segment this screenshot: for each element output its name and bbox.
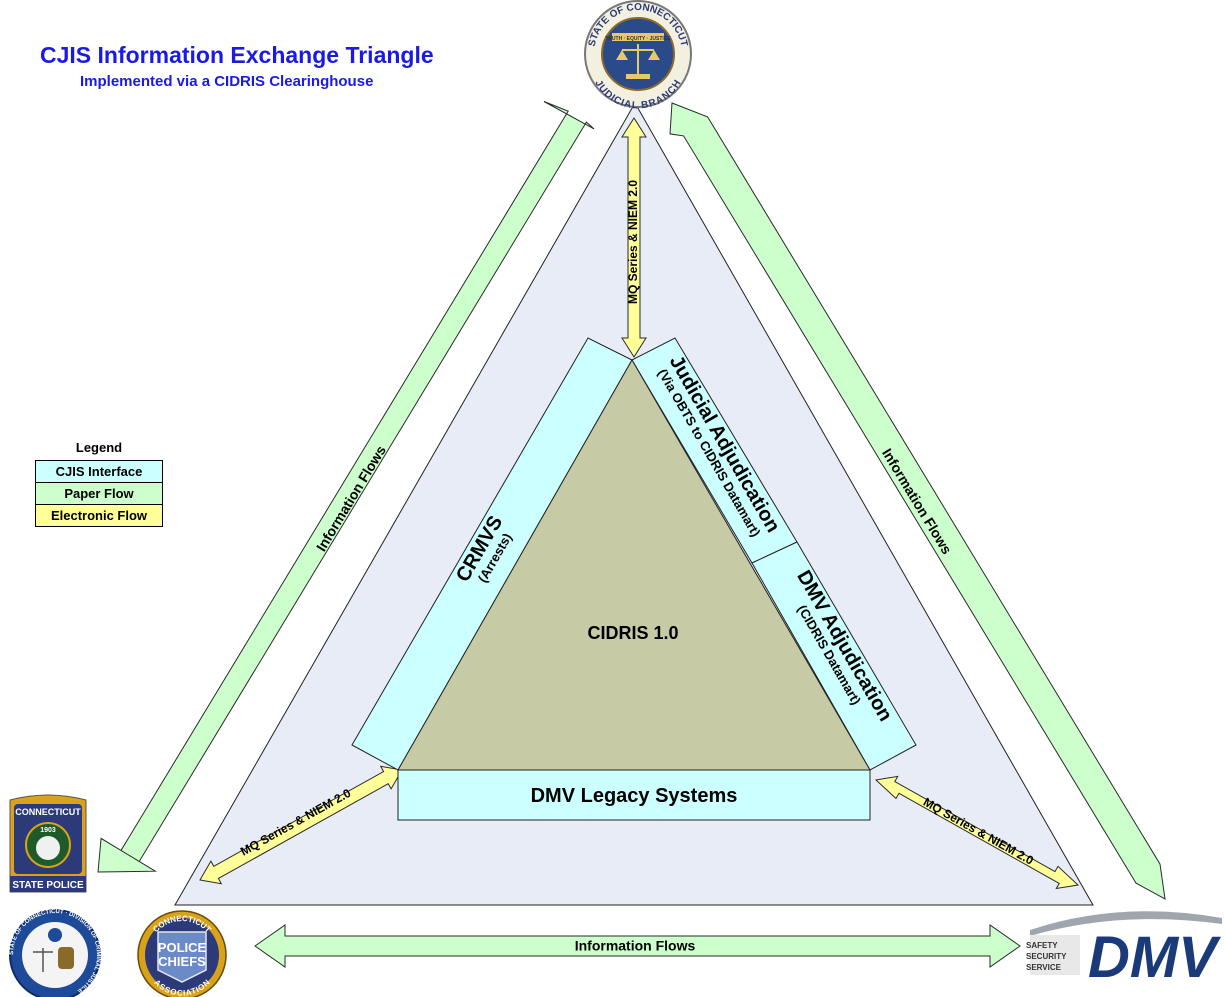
mq-top-arrow xyxy=(621,117,647,358)
state-police-bottom-text: STATE POLICE xyxy=(12,880,84,891)
dmv-tagline-1: SAFETY xyxy=(1026,941,1058,950)
state-police-top-text: CONNECTICUT xyxy=(15,807,81,817)
mq-right-arrow xyxy=(874,775,1080,890)
info-flow-bottom-label: Information Flows xyxy=(575,938,696,954)
diagram-subtitle: Implemented via a CIDRIS Clearinghouse xyxy=(80,73,374,90)
cidris-center-label: CIDRIS 1.0 xyxy=(587,623,678,643)
info-flow-left-arrow-head xyxy=(97,837,158,873)
criminal-justice-seal: STATE OF CONNECTICUT · DIVISION OF CRIMI… xyxy=(9,909,101,997)
judicial-seal-banner: TRUTH · EQUITY · JUSTICE xyxy=(605,36,671,42)
dmv-adjudication-interface[interactable] xyxy=(751,541,917,771)
diagram-title: CJIS Information Exchange Triangle xyxy=(40,42,434,68)
info-flow-left-label: Information Flows xyxy=(313,442,389,554)
dmv-legacy-label: DMV Legacy Systems xyxy=(531,785,738,807)
legend: Legend CJIS Interface Paper Flow Electro… xyxy=(35,440,163,527)
dmv-tagline-2: SECURITY xyxy=(1026,952,1067,961)
police-chiefs-line1: POLICE xyxy=(158,940,207,955)
legend-item-electronic-flow: Electronic Flow xyxy=(35,504,163,527)
legend-title: Legend xyxy=(75,440,123,455)
state-police-badge: CONNECTICUT 1903 STATE POLICE xyxy=(9,794,87,893)
mq-top-label: MQ Series & NIEM 2.0 xyxy=(626,180,640,304)
judicial-branch-seal: STATE OF CONNECTICUT JUDICIAL BRANCH TRU… xyxy=(584,0,692,111)
state-police-year: 1903 xyxy=(40,827,56,834)
dmv-legacy-interface[interactable] xyxy=(397,769,871,821)
cidris-center-triangle xyxy=(397,358,871,771)
dmv-logo: SAFETY SECURITY SERVICE DMV xyxy=(1026,911,1222,990)
info-flow-right-arrow xyxy=(669,102,1166,900)
info-flow-bottom-arrow xyxy=(254,924,1021,968)
dmv-tagline-3: SERVICE xyxy=(1026,963,1062,972)
dmv-mark: DMV xyxy=(1088,925,1221,990)
police-chiefs-seal: CONNECTICUT ASSOCIATION POLICE CHIEFS xyxy=(137,910,227,997)
police-chiefs-line2: CHIEFS xyxy=(158,954,206,969)
